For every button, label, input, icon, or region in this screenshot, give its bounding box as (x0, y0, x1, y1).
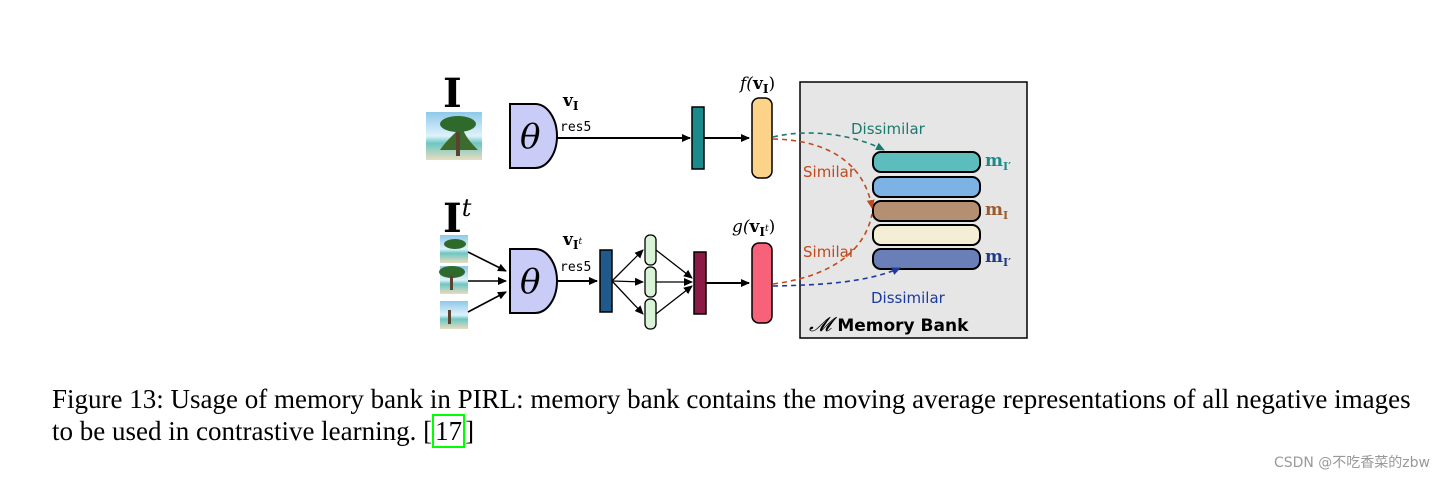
memory-bank-title: 𝓜 Memory Bank (809, 312, 969, 336)
encoder-bottom-symbol: θ (520, 262, 540, 302)
caption-text: Figure 13: Usage of memory bank in PIRL:… (52, 384, 1411, 446)
citation-link[interactable]: 17 (432, 414, 466, 448)
g-head (751, 242, 773, 324)
similar-top-label: Similar (803, 163, 856, 181)
dissimilar-bottom-label: Dissimilar (871, 289, 946, 307)
top-feature-label: vI (562, 91, 579, 113)
g-head-label: g(vIt) (732, 217, 775, 239)
bottom-feature-label: vIt (562, 230, 583, 252)
mlp-node-2 (644, 266, 657, 298)
top-projection-bar (691, 106, 705, 170)
memory-slot-2 (872, 176, 981, 198)
dissimilar-top-arrow (772, 132, 885, 151)
encoder-bottom (509, 248, 558, 314)
pirl-memory-bank-diagram: I θ vI res5 f(vI) It θ (426, 70, 1028, 339)
mlp-node-3 (644, 298, 657, 330)
transformed-image-label: It (443, 194, 472, 242)
transformed-patch-2 (439, 266, 468, 294)
input-image-label: I (443, 70, 462, 117)
transformed-patch-3 (440, 301, 468, 329)
watermark: CSDN @不吃香菜的zbw (1273, 455, 1430, 471)
caption-suffix: ] (465, 416, 475, 446)
memory-label-bottom: mI′ (985, 247, 1011, 269)
memory-slot-5 (872, 248, 981, 270)
encoder-top-symbol: θ (520, 117, 540, 157)
top-layer-label: res5 (560, 120, 591, 135)
memory-label-mid: mI (985, 200, 1008, 222)
memory-slot-4 (872, 224, 981, 246)
f-head (751, 97, 773, 179)
f-head-label: f(vI) (738, 74, 775, 96)
transformed-patch-1 (440, 235, 468, 263)
patch-projection-bar (599, 249, 613, 313)
memory-label-top: mI′ (985, 151, 1011, 173)
memory-slot-1 (872, 151, 981, 173)
similar-bottom-arrow (772, 213, 873, 285)
figure-caption: Figure 13: Usage of memory bank in PIRL:… (52, 383, 1432, 448)
mlp-node-1 (644, 234, 657, 266)
bottom-projection-bar (693, 251, 707, 315)
memory-slot-3 (872, 200, 981, 222)
input-image-thumbnail (426, 112, 482, 160)
bottom-layer-label: res5 (560, 260, 591, 275)
similar-top-arrow (772, 138, 875, 209)
dissimilar-top-label: Dissimilar (851, 120, 926, 138)
similar-bottom-label: Similar (803, 243, 856, 261)
